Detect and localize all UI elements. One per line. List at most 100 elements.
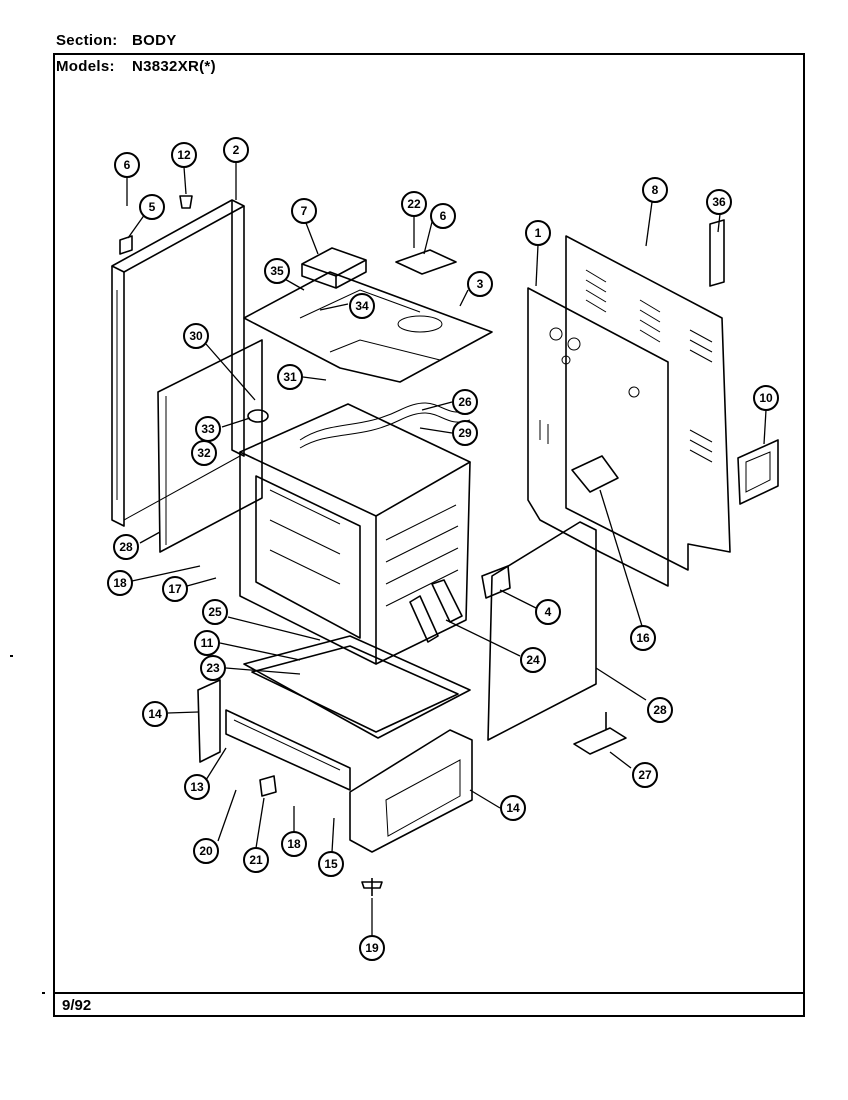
svg-text:6: 6	[124, 158, 131, 172]
callout-34: 34	[349, 293, 375, 319]
callout-22: 22	[401, 191, 427, 217]
revision-date: 9/92	[62, 997, 92, 1014]
svg-text:3: 3	[477, 277, 484, 291]
part-small-clip	[179, 195, 193, 209]
callout-21: 21	[243, 847, 269, 873]
callout-3: 3	[467, 271, 493, 297]
part-side-trim	[111, 199, 245, 527]
callout-26: 26	[452, 389, 478, 415]
part-small-frame	[737, 439, 779, 505]
svg-text:31: 31	[283, 370, 297, 384]
footer-divider	[53, 992, 805, 994]
svg-text:25: 25	[208, 605, 222, 619]
callout-31: 31	[277, 364, 303, 390]
callout-16: 16	[630, 625, 656, 651]
models-key: Models:	[56, 58, 115, 75]
callout-29: 29	[452, 420, 478, 446]
svg-text:28: 28	[119, 540, 133, 554]
part-hinge	[409, 579, 463, 643]
callout-6: 6	[114, 152, 140, 178]
part-block	[481, 565, 511, 599]
part-wiring	[299, 412, 471, 449]
svg-text:27: 27	[638, 768, 652, 782]
svg-text:17: 17	[168, 582, 182, 596]
svg-text:4: 4	[545, 605, 552, 619]
svg-text:26: 26	[458, 395, 472, 409]
part-oven-cavity	[239, 403, 471, 665]
models-header: Models:N3832XR(*)	[56, 58, 216, 75]
svg-text:1: 1	[535, 226, 542, 240]
scan-mark	[10, 655, 13, 657]
part-bracket	[571, 455, 619, 493]
part-back-panel	[565, 235, 731, 571]
section-key: Section:	[56, 32, 118, 49]
callout-10: 10	[753, 385, 779, 411]
part-wiring	[299, 402, 471, 441]
svg-text:30: 30	[189, 329, 203, 343]
callout-18-bottom: 18	[281, 831, 307, 857]
svg-text:23: 23	[206, 661, 220, 675]
part-small-clip	[119, 235, 133, 255]
callout-27: 27	[632, 762, 658, 788]
svg-text:24: 24	[526, 653, 540, 667]
scan-mark	[42, 992, 45, 994]
part-back-wall	[527, 287, 669, 587]
part-clip	[573, 712, 627, 755]
callout-18-left: 18	[107, 570, 133, 596]
callout-6-right: 6	[430, 203, 456, 229]
diagram-frame	[53, 53, 805, 1017]
svg-text:34: 34	[355, 299, 369, 313]
svg-text:13: 13	[190, 780, 204, 794]
callout-15: 15	[318, 851, 344, 877]
callout-28-right: 28	[647, 697, 673, 723]
callout-25: 25	[202, 599, 228, 625]
callout-23: 23	[200, 655, 226, 681]
callout-19: 19	[359, 935, 385, 961]
callout-12: 12	[171, 142, 197, 168]
part-clip	[259, 775, 277, 797]
section-header: Section: BODY	[56, 32, 177, 49]
svg-text:6: 6	[440, 209, 447, 223]
callout-14-right: 14	[500, 795, 526, 821]
svg-text:12: 12	[177, 148, 191, 162]
part-drawings	[111, 195, 779, 896]
callout-28-left: 28	[113, 534, 139, 560]
callout-5: 5	[139, 194, 165, 220]
svg-text:28: 28	[653, 703, 667, 717]
callout-4: 4	[535, 599, 561, 625]
svg-text:35: 35	[270, 264, 284, 278]
callout-14-left: 14	[142, 701, 168, 727]
svg-text:10: 10	[759, 391, 773, 405]
callout-20: 20	[193, 838, 219, 864]
svg-text:5: 5	[149, 200, 156, 214]
callout-1: 1	[525, 220, 551, 246]
leader-lines	[126, 162, 767, 936]
callout-32: 32	[191, 440, 217, 466]
svg-text:16: 16	[636, 631, 650, 645]
callout-33: 33	[195, 416, 221, 442]
callout-36: 36	[706, 189, 732, 215]
part-box	[301, 247, 367, 289]
svg-text:18: 18	[287, 837, 301, 851]
svg-text:29: 29	[458, 426, 472, 440]
svg-text:20: 20	[199, 844, 213, 858]
part-leveling-foot	[361, 878, 383, 896]
svg-text:32: 32	[197, 446, 211, 460]
svg-text:19: 19	[365, 941, 379, 955]
svg-text:2: 2	[233, 143, 240, 157]
svg-text:7: 7	[301, 204, 308, 218]
section-value: BODY	[132, 32, 177, 49]
callout-8: 8	[642, 177, 668, 203]
callout-2: 2	[223, 137, 249, 163]
svg-text:33: 33	[201, 422, 215, 436]
part-small-plate	[395, 249, 457, 275]
svg-text:15: 15	[324, 857, 338, 871]
part-terminal-strip	[709, 219, 725, 287]
callout-35: 35	[264, 258, 290, 284]
svg-text:8: 8	[652, 183, 659, 197]
callout-11: 11	[194, 630, 220, 656]
callout-labels: 1 2 3 4 5 6 6 7 8 10 11 12 13 14 14 15 1…	[107, 137, 779, 961]
callout-17: 17	[162, 576, 188, 602]
svg-text:36: 36	[712, 195, 726, 209]
